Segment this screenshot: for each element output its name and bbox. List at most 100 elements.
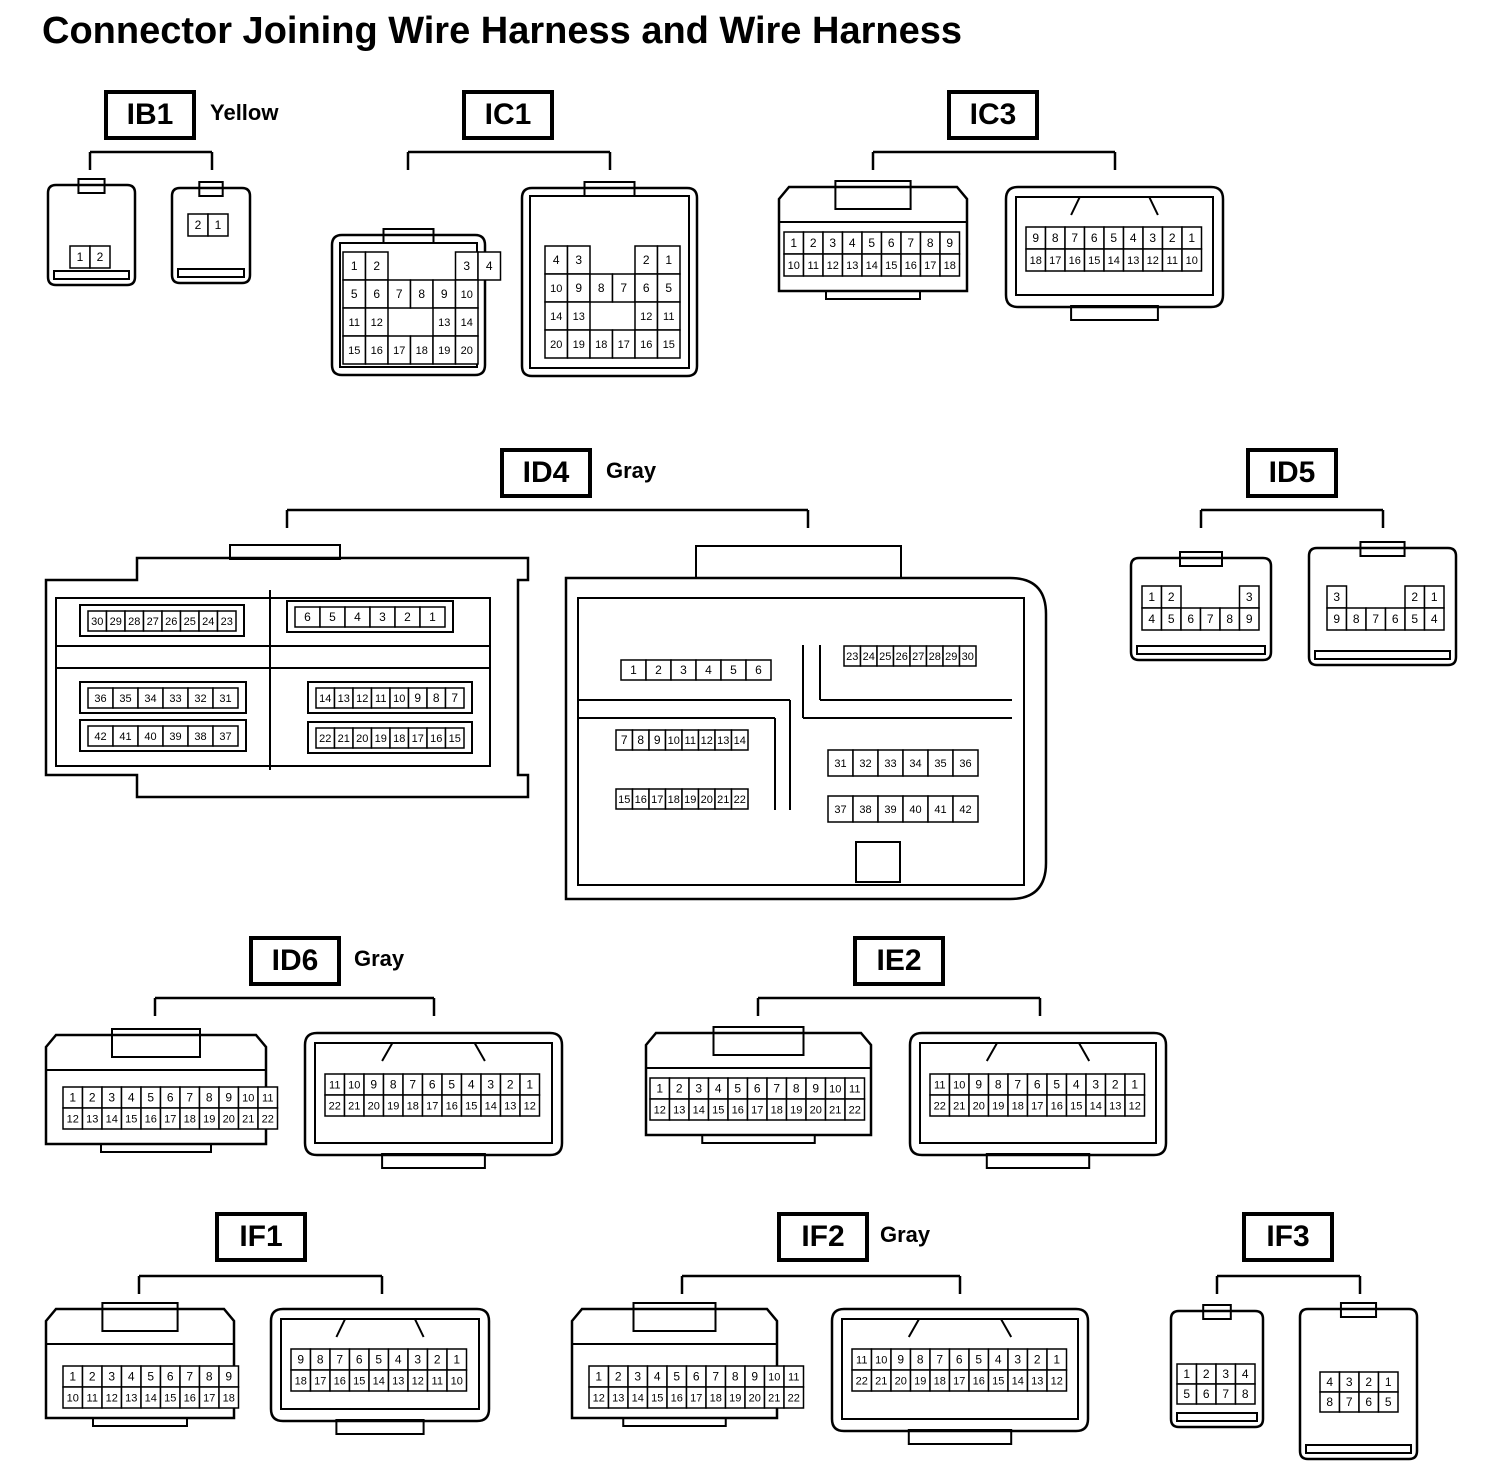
pin-number: 2 [434, 1353, 441, 1367]
pin-number: 17 [412, 733, 424, 745]
pin-number: 10 [242, 1093, 254, 1105]
pin-number: 7 [936, 1353, 943, 1367]
pin-number: 14 [461, 317, 473, 329]
pin-number: 10 [451, 1376, 463, 1388]
connector-latch [335, 1318, 425, 1338]
connector-latch [985, 1042, 1091, 1062]
pin-number: 17 [924, 260, 936, 272]
pin-number: 8 [598, 281, 605, 295]
pin-number: 12 [827, 260, 839, 272]
pin-number: 15 [164, 1393, 176, 1405]
pin-number: 5 [1110, 231, 1117, 245]
pin-number: 6 [304, 610, 311, 624]
connector-latch [907, 1318, 1013, 1338]
connector-body [1004, 185, 1225, 309]
pin-number: 5 [1168, 612, 1175, 626]
pin-number: 7 [621, 733, 628, 747]
connector-outline [198, 181, 224, 197]
pin-number: 5 [448, 1078, 455, 1092]
connector-body [303, 1031, 564, 1157]
connector-outline [712, 1026, 805, 1056]
pin-number: 23 [846, 651, 858, 663]
pin-number: 8 [732, 1370, 739, 1384]
pin-number: 15 [1088, 255, 1100, 267]
pin-number: 12 [371, 317, 383, 329]
pin-number: 33 [884, 758, 896, 770]
pin-number: 6 [373, 287, 380, 301]
pin-number: 5 [1053, 1078, 1060, 1092]
pin-number: 8 [317, 1353, 324, 1367]
connector-color: Gray [606, 458, 657, 483]
pin-number: 4 [468, 1078, 475, 1092]
pin-number: 15 [449, 733, 461, 745]
pin-number: 14 [693, 1105, 705, 1117]
pin-number: 7 [451, 691, 458, 705]
pin-number: 11 [788, 1372, 799, 1384]
pin-number: 12 [640, 311, 652, 323]
pin-number: 14 [550, 311, 562, 323]
pin-number: 6 [1187, 612, 1194, 626]
pin-number: 40 [909, 804, 921, 816]
pin-cell [519, 1094, 541, 1117]
pin-number: 16 [184, 1393, 196, 1405]
pin-number: 16 [671, 1393, 683, 1405]
pin-number: 14 [1108, 255, 1120, 267]
pin-number: 13 [438, 317, 450, 329]
connector-outline [622, 1417, 727, 1427]
pin-number: 14 [1090, 1101, 1102, 1113]
pin-number: 13 [573, 311, 585, 323]
pin-number: 4 [128, 1091, 135, 1105]
pin-number: 11 [849, 1084, 860, 1096]
pin-number: 5 [975, 1353, 982, 1367]
connector-color: Gray [880, 1222, 931, 1247]
pin-number: 2 [507, 1078, 514, 1092]
pin-number: 15 [125, 1114, 137, 1126]
pin-number: 10 [67, 1393, 79, 1405]
pin-number: 6 [1091, 231, 1098, 245]
connector-body [564, 576, 1048, 901]
pin-number: 37 [219, 731, 231, 743]
pin-number: 8 [1226, 612, 1233, 626]
pin-cell [212, 687, 239, 709]
pin-number: 22 [734, 794, 746, 806]
pin-number: 7 [409, 1078, 416, 1092]
pin-cell [730, 788, 749, 810]
pin-cell [730, 729, 749, 751]
pin-cell [827, 749, 854, 777]
pin-number: 10 [875, 1355, 887, 1367]
pin-number: 29 [945, 651, 957, 663]
connector-label: ID6 [249, 936, 341, 986]
pin-number: 14 [319, 693, 331, 705]
pin-number: 13 [846, 260, 858, 272]
bracket [285, 508, 810, 528]
pin-number: 20 [368, 1101, 380, 1113]
pin-number: 25 [879, 651, 891, 663]
pin-number: 1 [656, 1082, 663, 1096]
pin-number: 3 [634, 1370, 641, 1384]
pin-number: 9 [575, 281, 582, 295]
pin-number: 16 [371, 345, 383, 357]
pin-number: 18 [1012, 1101, 1024, 1113]
connector-label: ID4 [500, 448, 592, 498]
pin-number: 21 [717, 794, 729, 806]
pin-number: 8 [927, 236, 934, 250]
pin-number: 8 [1052, 231, 1059, 245]
connector-label: IC1 [462, 90, 554, 140]
pin-number: 4 [1242, 1367, 1249, 1381]
pin-number: 11 [87, 1393, 98, 1405]
pin-cell [656, 329, 681, 359]
pin-number: 18 [668, 794, 680, 806]
connector-outline [701, 1134, 816, 1144]
pin-number: 9 [414, 691, 421, 705]
connector-body [44, 1307, 236, 1420]
pin-cell [852, 749, 879, 777]
pin-cell [1046, 1369, 1068, 1392]
connector-outline [1314, 650, 1451, 660]
